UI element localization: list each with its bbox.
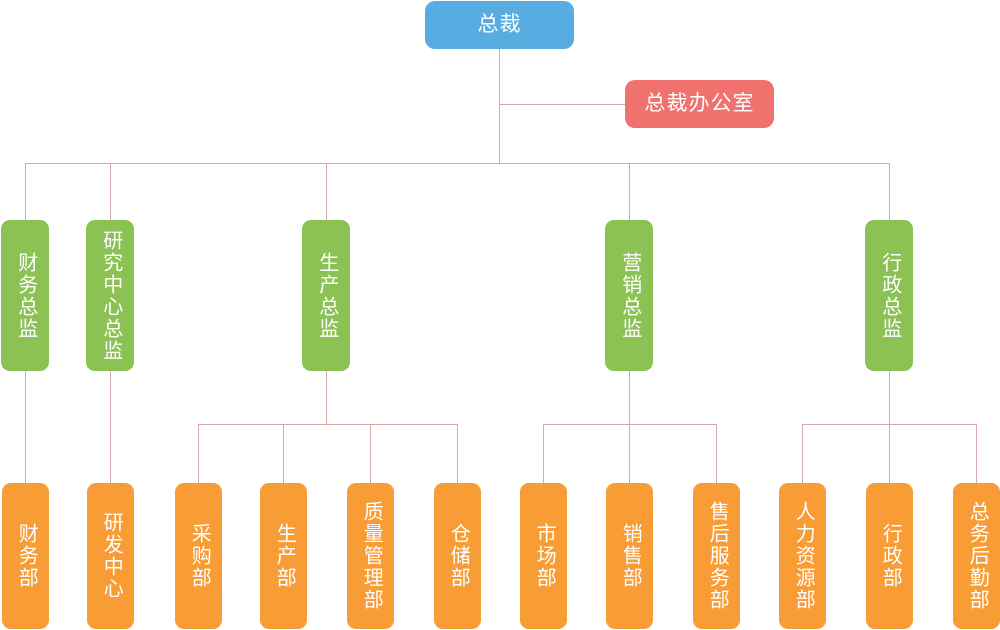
connector-finance-to-dept	[25, 371, 26, 483]
connector-research-to-dept	[110, 371, 111, 483]
connector-production-stem	[326, 371, 327, 424]
connector-drop-warehouse	[457, 424, 458, 483]
connector-drop-quality	[370, 424, 371, 483]
node-director-marketing-label: 营销总监	[618, 251, 641, 340]
connector-production-bus	[198, 424, 457, 425]
node-dept-production-label: 生产部	[273, 523, 296, 589]
connector-drop-director-2	[110, 163, 111, 221]
node-dept-after-sales-service-label: 售后服务部	[706, 501, 729, 611]
node-director-research-center-label: 研究中心总监	[99, 229, 122, 362]
connector-drop-director-4	[629, 163, 630, 221]
node-dept-general-affairs[interactable]: 总务后勤部	[953, 483, 1000, 629]
connector-root-to-staff-office	[499, 104, 625, 105]
connector-drop-admin-dept	[889, 424, 890, 483]
node-dept-administration[interactable]: 行政部	[866, 483, 913, 629]
node-dept-procurement[interactable]: 采购部	[175, 483, 222, 629]
node-dept-human-resources-label: 人力资源部	[792, 501, 815, 611]
node-president-office-label: 总裁办公室	[644, 92, 755, 116]
node-dept-quality-management[interactable]: 质量管理部	[347, 483, 394, 629]
node-dept-finance-label: 财务部	[15, 523, 38, 589]
connector-marketing-stem	[629, 371, 630, 424]
node-director-administration-label: 行政总监	[878, 251, 901, 340]
node-director-research-center[interactable]: 研究中心总监	[86, 220, 134, 371]
node-president-label: 总裁	[477, 13, 522, 37]
connector-drop-director-3	[326, 163, 327, 221]
connector-drop-general-affairs	[976, 424, 977, 483]
node-dept-warehouse[interactable]: 仓储部	[434, 483, 481, 629]
node-dept-warehouse-label: 仓储部	[447, 523, 470, 589]
node-dept-finance[interactable]: 财务部	[2, 483, 49, 629]
node-dept-market-label: 市场部	[533, 523, 556, 589]
node-dept-sales-label: 销售部	[619, 523, 642, 589]
node-dept-quality-management-label: 质量管理部	[360, 501, 383, 611]
connector-drop-hr	[802, 424, 803, 483]
node-director-administration[interactable]: 行政总监	[865, 220, 913, 371]
node-dept-procurement-label: 采购部	[188, 523, 211, 589]
node-dept-production[interactable]: 生产部	[260, 483, 307, 629]
node-director-marketing[interactable]: 营销总监	[605, 220, 653, 371]
node-president[interactable]: 总裁	[425, 1, 574, 49]
node-director-finance-label: 财务总监	[14, 251, 37, 340]
node-dept-administration-label: 行政部	[879, 523, 902, 589]
node-dept-general-affairs-label: 总务后勤部	[966, 501, 989, 611]
node-dept-sales[interactable]: 销售部	[606, 483, 653, 629]
connector-drop-aftersales	[716, 424, 717, 483]
node-dept-rd-center[interactable]: 研发中心	[87, 483, 134, 629]
node-dept-rd-center-label: 研发中心	[100, 512, 123, 600]
node-director-production[interactable]: 生产总监	[302, 220, 350, 371]
connector-drop-director-5	[889, 163, 890, 221]
node-director-finance[interactable]: 财务总监	[1, 220, 49, 371]
connector-drop-sales	[629, 424, 630, 483]
node-president-office[interactable]: 总裁办公室	[625, 80, 774, 128]
node-dept-human-resources[interactable]: 人力资源部	[779, 483, 826, 629]
node-dept-market[interactable]: 市场部	[520, 483, 567, 629]
node-director-production-label: 生产总监	[315, 251, 338, 340]
connector-drop-director-1	[25, 163, 26, 221]
connector-drop-market	[543, 424, 544, 483]
connector-drop-production-dept	[283, 424, 284, 483]
connector-drop-procurement	[198, 424, 199, 483]
node-dept-after-sales-service[interactable]: 售后服务部	[693, 483, 740, 629]
connector-root-stem	[499, 49, 500, 164]
connector-admin-stem	[889, 371, 890, 424]
connector-director-bus	[25, 163, 890, 164]
